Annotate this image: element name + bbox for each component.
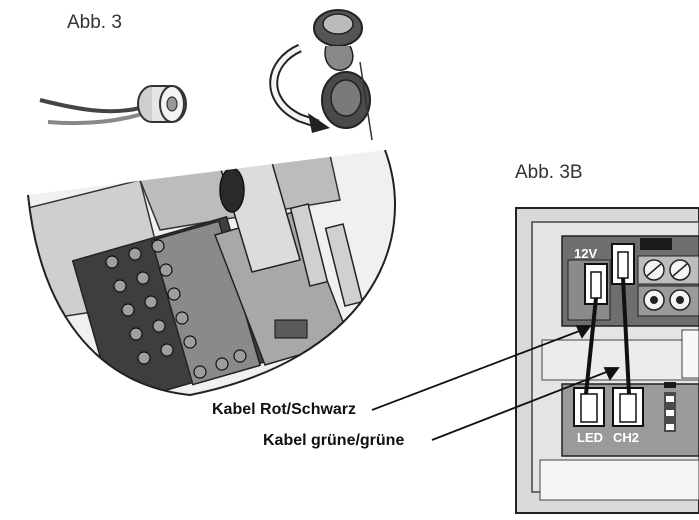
terminal-panel-closeup: 12V LED CH2 [515,207,699,514]
cable-with-grommet-illustration [39,85,187,126]
callout-leader-lines [371,325,620,441]
terminal-label-12v: 12V [574,246,597,261]
rotating-cap-illustration [269,9,373,141]
callout-red-black-cable: Kabel Rot/Schwarz [212,401,357,418]
terminal-label-led: LED [577,430,603,445]
terminal-label-ch2: CH2 [613,430,639,445]
figure-3b-label: Abb. 3B [515,162,583,183]
housing-terminal-illustration [28,150,395,395]
callout-green-green-cable: Kabel grüne/grüne [263,432,405,449]
figure-3-label: Abb. 3 [67,12,122,33]
